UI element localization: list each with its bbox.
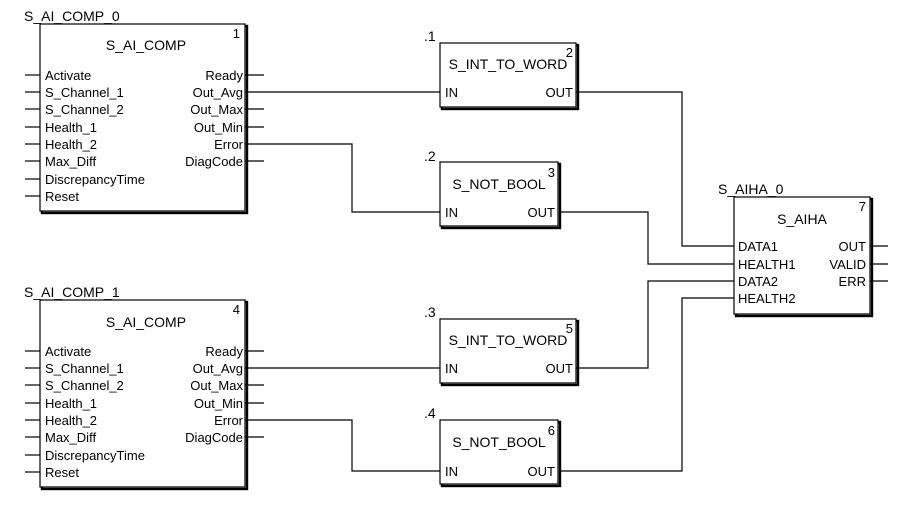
pin-discrepancy-time[interactable]: DiscrepancyTime [45,172,145,187]
input-pins: DATA1 HEALTH1 DATA2 HEALTH2 [738,239,796,306]
block-body [733,196,871,315]
pin-err[interactable]: ERR [839,274,866,289]
output-pins: Ready Out_Avg Out_Max Out_Min Error Diag… [185,68,264,169]
pin-out-max[interactable]: Out_Max [190,102,243,117]
pin-out-avg[interactable]: Out_Avg [193,361,243,376]
block-execution-number: 1 [233,26,240,41]
pin-out[interactable]: OUT [528,205,556,220]
wire-int-to-word-5-to-data2[interactable] [578,280,734,369]
pin-discrepancy-time[interactable]: DiscrepancyTime [45,448,145,463]
pin-activate[interactable]: Activate [45,68,91,83]
block-s-ai-comp-1[interactable]: S_AI_COMP_1 S_AI_COMP 4 Activate S_Chann… [24,284,264,491]
block-not-bool-3[interactable]: .2 S_NOT_BOOL 3 IN OUT [424,148,562,230]
pin-out-min[interactable]: Out_Min [194,396,243,411]
pin-error[interactable]: Error [214,413,244,428]
block-s-aiha-0[interactable]: S_AIHA_0 S_AIHA 7 DATA1 HEALTH1 DATA2 HE… [718,181,888,318]
block-s-ai-comp-0[interactable]: S_AI_COMP_0 S_AI_COMP 1 Activate S_Chann… [24,8,264,215]
block-instance-name: .2 [424,148,436,164]
pin-ready[interactable]: Ready [205,68,243,83]
pin-diag-code[interactable]: DiagCode [185,154,243,169]
block-body [439,318,577,384]
pin-out-max[interactable]: Out_Max [190,378,243,393]
block-type: S_NOT_BOOL [452,176,546,192]
pin-health-2[interactable]: Health_2 [45,413,97,428]
wire-error-1-to-not-bool-3[interactable] [264,143,440,213]
block-instance-name: .3 [424,304,436,320]
block-body [39,23,246,212]
block-instance-name: S_AI_COMP_0 [24,8,120,24]
input-pins: Activate S_Channel_1 S_Channel_2 Health_… [25,68,145,204]
wire-error-4-to-not-bool-6[interactable] [264,419,440,472]
pin-health-2[interactable]: Health_2 [45,137,97,152]
pin-activate[interactable]: Activate [45,344,91,359]
block-type: S_AI_COMP [106,314,186,330]
wire-int-to-word-2-to-data1[interactable] [578,91,734,247]
pin-s-channel-2[interactable]: S_Channel_2 [45,378,124,393]
block-execution-number: 6 [548,423,555,438]
block-execution-number: 2 [566,45,573,60]
pin-in[interactable]: IN [445,361,458,376]
block-type: S_AI_COMP [106,37,186,53]
block-instance-name: S_AI_COMP_1 [24,284,120,300]
pin-out[interactable]: OUT [528,464,556,479]
block-int-to-word-5[interactable]: .3 S_INT_TO_WORD 5 IN OUT [424,304,580,387]
pin-s-channel-1[interactable]: S_Channel_1 [45,361,124,376]
wire-not-bool-3-to-health1[interactable] [560,211,734,265]
block-instance-name: S_AIHA_0 [718,181,784,197]
block-body [439,161,559,227]
pin-max-diff[interactable]: Max_Diff [45,154,96,169]
pin-in[interactable]: IN [445,205,458,220]
pin-s-channel-1[interactable]: S_Channel_1 [45,85,124,100]
block-type: S_INT_TO_WORD [449,56,568,72]
pin-reset[interactable]: Reset [45,465,79,480]
block-execution-number: 5 [566,321,573,336]
pin-health-1[interactable]: Health_1 [45,396,97,411]
pin-in[interactable]: IN [445,85,458,100]
output-pins: Ready Out_Avg Out_Max Out_Min Error Diag… [185,344,264,445]
pin-max-diff[interactable]: Max_Diff [45,430,96,445]
pin-in[interactable]: IN [445,464,458,479]
block-execution-number: 7 [859,199,866,214]
pin-out[interactable]: OUT [546,85,574,100]
block-int-to-word-2[interactable]: .1 S_INT_TO_WORD 2 IN OUT [424,28,580,111]
block-type: S_NOT_BOOL [452,434,546,450]
pin-data2[interactable]: DATA2 [738,274,778,289]
block-type: S_INT_TO_WORD [449,332,568,348]
block-body [39,299,246,488]
block-execution-number: 4 [233,302,240,317]
pin-valid[interactable]: VALID [829,257,866,272]
pin-health1[interactable]: HEALTH1 [738,257,796,272]
pin-s-channel-2[interactable]: S_Channel_2 [45,102,124,117]
block-instance-name: .1 [424,28,436,44]
block-not-bool-6[interactable]: .4 S_NOT_BOOL 6 IN OUT [424,405,562,488]
pin-diag-code[interactable]: DiagCode [185,430,243,445]
block-execution-number: 3 [548,165,555,180]
block-type: S_AIHA [777,211,827,227]
pin-error[interactable]: Error [214,137,244,152]
wires [264,91,734,472]
pin-ready[interactable]: Ready [205,344,243,359]
pin-reset[interactable]: Reset [45,189,79,204]
input-pins: Activate S_Channel_1 S_Channel_2 Health_… [25,344,145,480]
output-pins: OUT VALID ERR [829,239,888,289]
pin-data1[interactable]: DATA1 [738,239,778,254]
pin-out-avg[interactable]: Out_Avg [193,85,243,100]
wire-not-bool-6-to-health2[interactable] [560,297,734,472]
pin-out-min[interactable]: Out_Min [194,120,243,135]
block-body [439,42,577,108]
pin-health-1[interactable]: Health_1 [45,120,97,135]
pin-health2[interactable]: HEALTH2 [738,291,796,306]
pin-out[interactable]: OUT [546,361,574,376]
block-instance-name: .4 [424,405,436,421]
pin-out[interactable]: OUT [839,239,867,254]
block-body [439,419,559,485]
